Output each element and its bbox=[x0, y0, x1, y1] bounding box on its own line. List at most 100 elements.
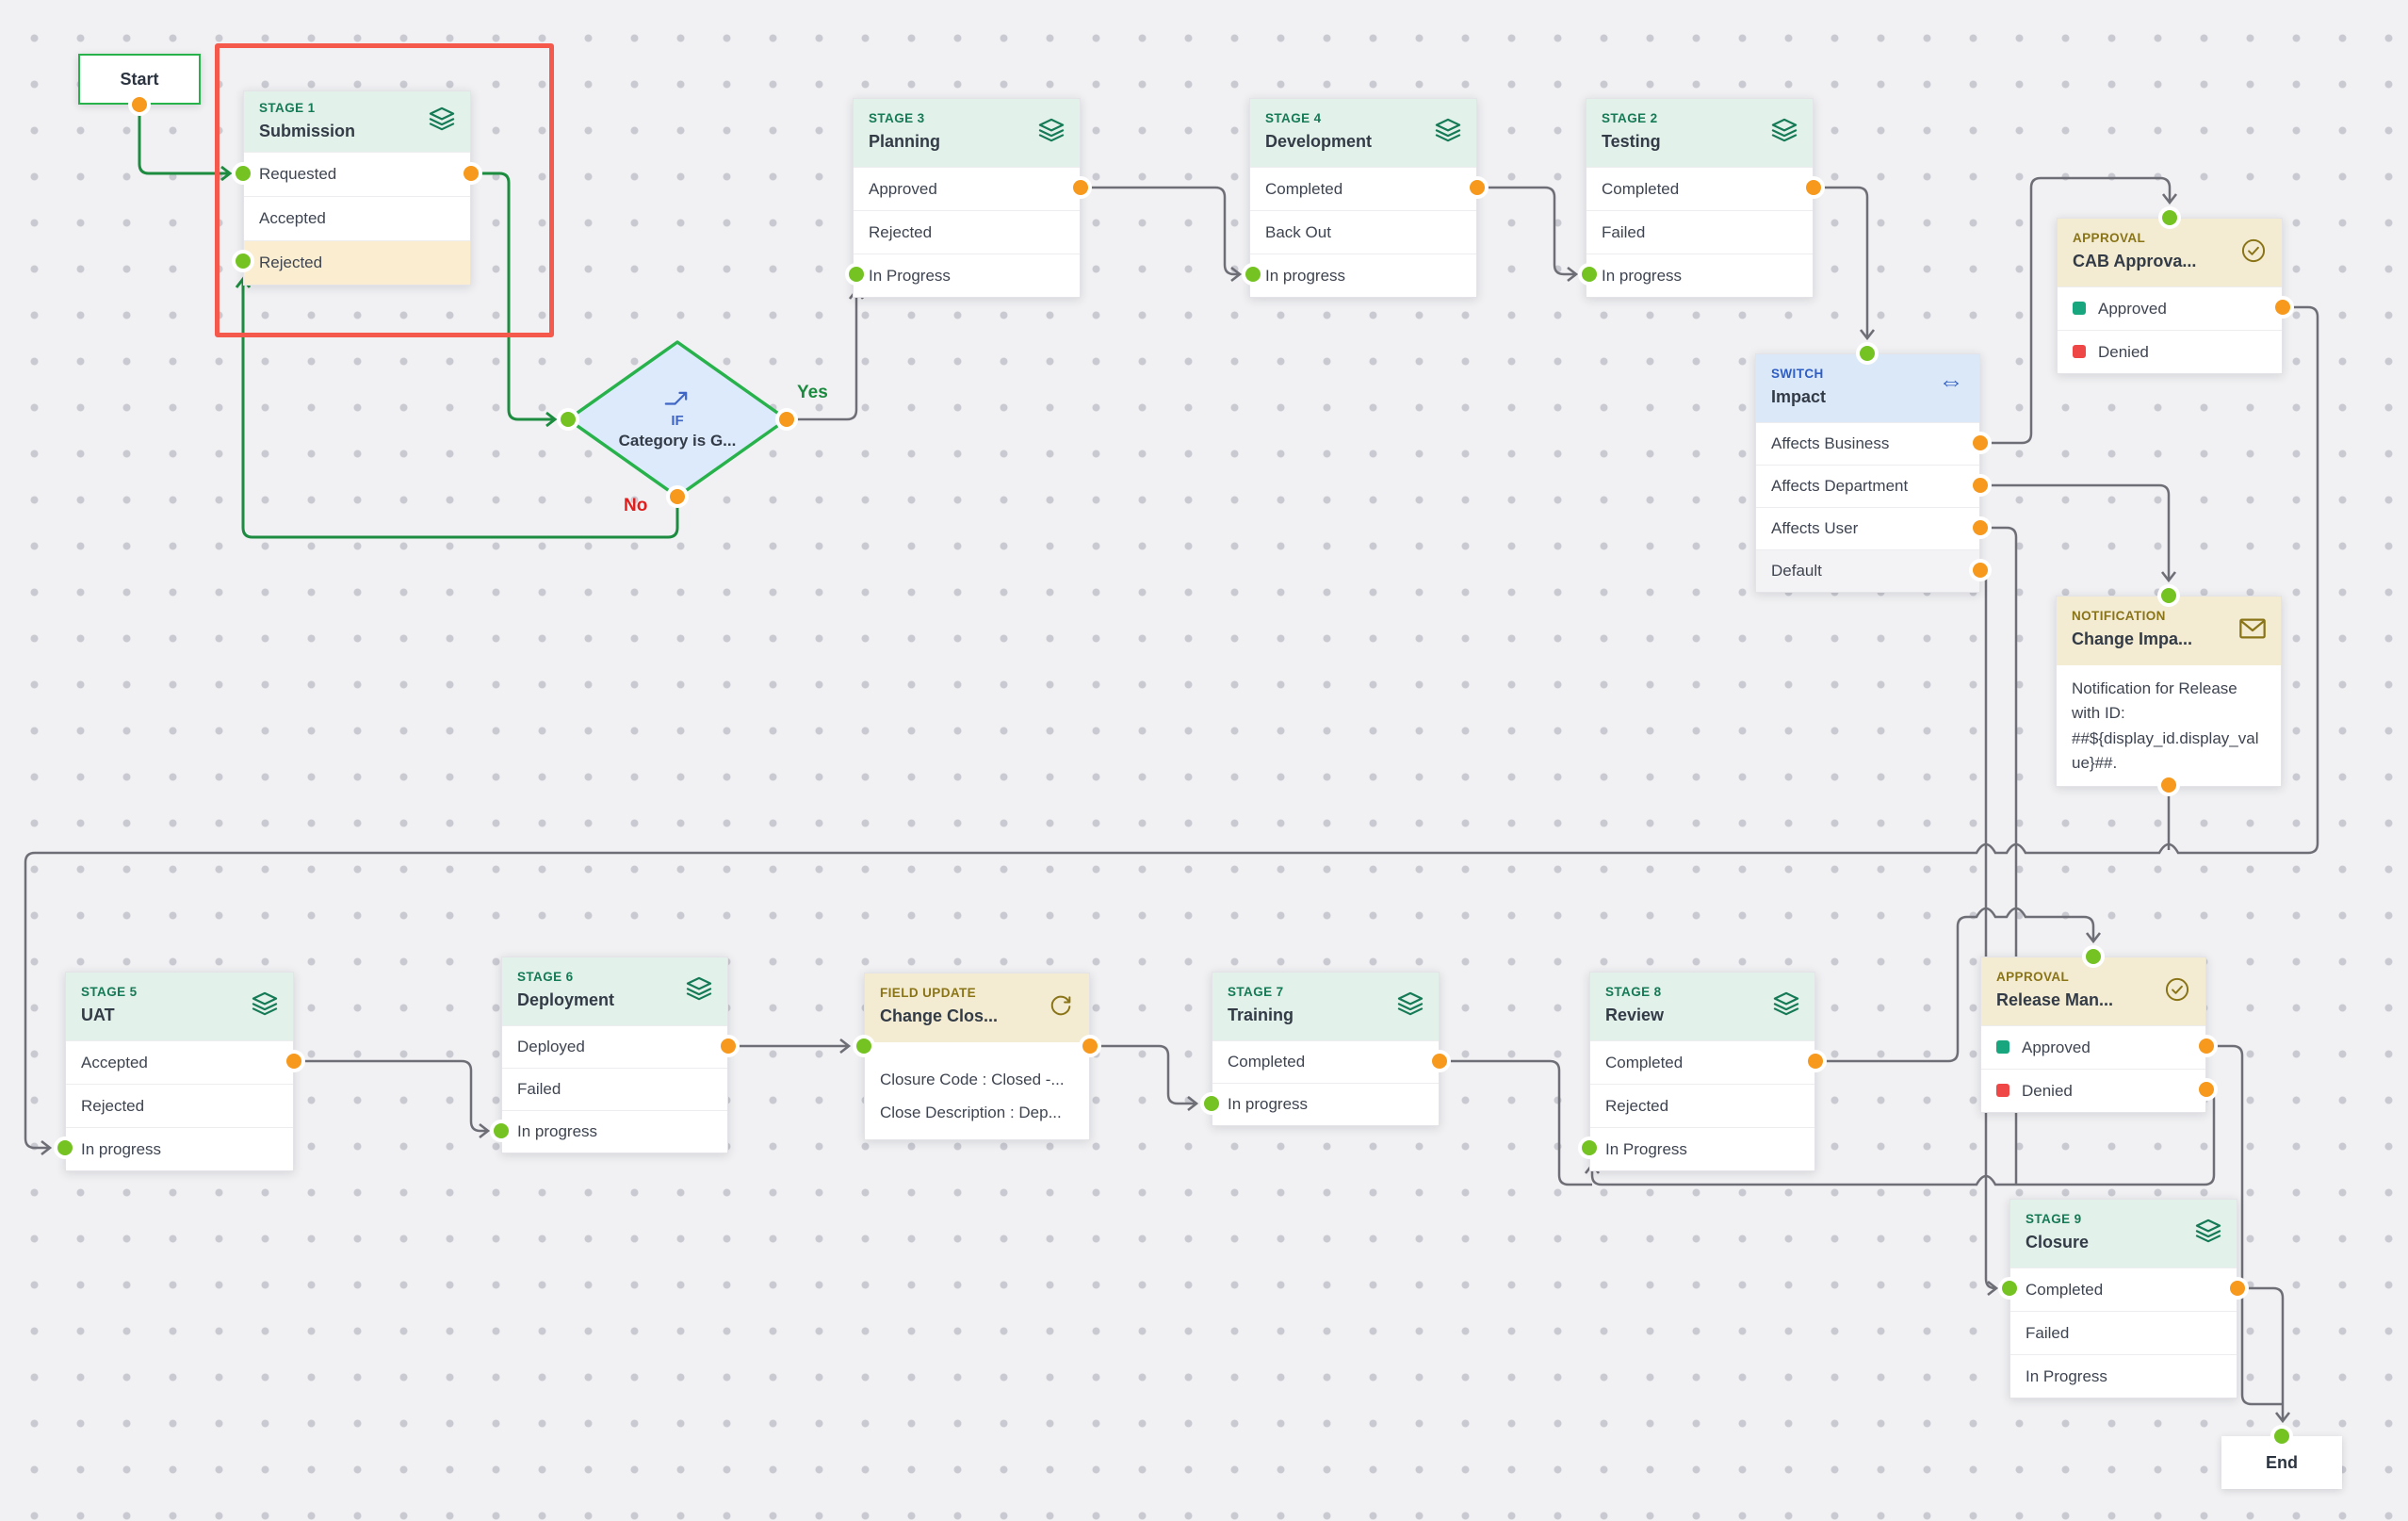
impact-row-business[interactable]: Affects Business bbox=[1756, 422, 1979, 465]
port-in-stage9-completed[interactable] bbox=[2002, 1281, 2017, 1296]
stage2-row-inprogress[interactable]: In progress bbox=[1586, 254, 1813, 297]
stage3-row-rejected[interactable]: Rejected bbox=[854, 210, 1080, 254]
impact-row-default[interactable]: Default bbox=[1756, 549, 1979, 592]
stage8-row-inprogress[interactable]: In Progress bbox=[1590, 1127, 1814, 1170]
port-out-start[interactable] bbox=[132, 97, 147, 112]
node-stage9-closure[interactable]: STAGE 9 Closure Completed Failed In Prog… bbox=[2009, 1199, 2237, 1398]
node-stage5-uat[interactable]: STAGE 5 UAT Accepted Rejected In progres… bbox=[65, 972, 294, 1171]
port-out-stage2-completed[interactable] bbox=[1806, 180, 1821, 195]
stage8-row-completed[interactable]: Completed bbox=[1590, 1040, 1814, 1084]
stage3-row-approved[interactable]: Approved bbox=[854, 167, 1080, 210]
release-row-approved[interactable]: Approved bbox=[1981, 1025, 2205, 1069]
node-stage4-development[interactable]: STAGE 4 Development Completed Back Out I… bbox=[1249, 98, 1477, 298]
impact-row-department[interactable]: Affects Department bbox=[1756, 465, 1979, 507]
stage6-row-deployed[interactable]: Deployed bbox=[502, 1025, 727, 1068]
denied-bullet bbox=[2073, 345, 2086, 358]
port-in-end[interactable] bbox=[2274, 1429, 2289, 1444]
stage5-row-inprogress[interactable]: In progress bbox=[66, 1127, 293, 1170]
port-in-stage1-requested[interactable] bbox=[236, 166, 251, 181]
port-out-stage7-completed[interactable] bbox=[1432, 1054, 1447, 1069]
port-in-stage4-inprogress[interactable] bbox=[1245, 267, 1261, 282]
port-in-stage2-inprogress[interactable] bbox=[1582, 267, 1597, 282]
node-stage6-deployment[interactable]: STAGE 6 Deployment Deployed Failed In pr… bbox=[501, 957, 728, 1153]
stage7-title: Training bbox=[1228, 1006, 1294, 1024]
port-in-stage1-rejected[interactable] bbox=[236, 254, 251, 269]
edge-stage3-to-stage4 bbox=[1081, 186, 1243, 283]
stage1-row-rejected[interactable]: Rejected bbox=[244, 240, 470, 285]
impact-row-user[interactable]: Affects User bbox=[1756, 507, 1979, 549]
stage1-row-accepted[interactable]: Accepted bbox=[244, 196, 470, 240]
stage6-row-inprogress[interactable]: In progress bbox=[502, 1110, 727, 1153]
port-out-impact-user[interactable] bbox=[1973, 520, 1988, 535]
node-stage7-training[interactable]: STAGE 7 Training Completed In progress bbox=[1212, 972, 1440, 1126]
port-out-stage6-deployed[interactable] bbox=[721, 1039, 736, 1054]
layers-icon bbox=[1771, 991, 1801, 1018]
port-out-stage5-accepted[interactable] bbox=[286, 1054, 301, 1069]
cab-row-denied-label: Denied bbox=[2098, 343, 2149, 361]
port-out-cab-approved[interactable] bbox=[2275, 300, 2290, 315]
node-stage2-testing[interactable]: STAGE 2 Testing Completed Failed In prog… bbox=[1586, 98, 1814, 298]
refresh-icon bbox=[1046, 992, 1076, 1019]
node-notification[interactable]: NOTIFICATION Change Impa... Notification… bbox=[2056, 596, 2282, 787]
release-row-denied[interactable]: Denied bbox=[1981, 1069, 2205, 1112]
port-in-stage3-inprogress[interactable] bbox=[849, 267, 864, 282]
stage7-row-completed[interactable]: Completed bbox=[1212, 1040, 1439, 1083]
stage9-row-failed[interactable]: Failed bbox=[2010, 1311, 2237, 1354]
port-out-notification[interactable] bbox=[2161, 777, 2176, 793]
stage8-row-rejected[interactable]: Rejected bbox=[1590, 1084, 1814, 1127]
stage2-badge: STAGE 2 bbox=[1602, 111, 1658, 125]
port-in-decision[interactable] bbox=[561, 412, 576, 427]
port-out-impact-department[interactable] bbox=[1973, 478, 1988, 493]
port-out-stage4-completed[interactable] bbox=[1470, 180, 1485, 195]
node-release-approval[interactable]: APPROVAL Release Man... Approved Denied bbox=[1980, 957, 2206, 1113]
port-out-release-denied[interactable] bbox=[2199, 1082, 2214, 1097]
port-in-cab-approval[interactable] bbox=[2162, 210, 2177, 225]
port-in-stage7-inprogress[interactable] bbox=[1204, 1096, 1219, 1111]
edge-stage5-to-stage6 bbox=[294, 1059, 491, 1139]
port-out-stage9-completed[interactable] bbox=[2230, 1281, 2245, 1296]
port-out-impact-default[interactable] bbox=[1973, 563, 1988, 578]
stage4-row-inprogress[interactable]: In progress bbox=[1250, 254, 1476, 297]
port-in-impact[interactable] bbox=[1860, 346, 1875, 361]
stage2-row-failed[interactable]: Failed bbox=[1586, 210, 1813, 254]
stage5-row-accepted[interactable]: Accepted bbox=[66, 1040, 293, 1084]
node-cab-approval[interactable]: APPROVAL CAB Approva... Approved Denied bbox=[2057, 218, 2283, 374]
cab-row-approved[interactable]: Approved bbox=[2058, 286, 2282, 330]
port-out-decision-yes[interactable] bbox=[779, 412, 794, 427]
port-out-release-approved[interactable] bbox=[2199, 1039, 2214, 1054]
approved-bullet bbox=[2073, 302, 2086, 315]
stage4-row-backout[interactable]: Back Out bbox=[1250, 210, 1476, 254]
node-field-update[interactable]: FIELD UPDATE Change Clos... Closure Code… bbox=[864, 973, 1090, 1140]
port-in-release-approval[interactable] bbox=[2086, 949, 2101, 964]
port-out-stage1-requested[interactable] bbox=[464, 166, 479, 181]
stage4-row-completed[interactable]: Completed bbox=[1250, 167, 1476, 210]
node-impact-switch[interactable]: SWITCH Impact ⇔ Affects Business Affects… bbox=[1755, 353, 1980, 593]
stage1-title: Submission bbox=[259, 122, 356, 140]
stage1-row-requested[interactable]: Requested bbox=[244, 152, 470, 196]
port-out-stage8-completed[interactable] bbox=[1808, 1054, 1823, 1069]
port-in-notification[interactable] bbox=[2161, 588, 2176, 603]
envelope-icon bbox=[2237, 615, 2268, 642]
node-stage3-planning[interactable]: STAGE 3 Planning Approved Rejected In Pr… bbox=[853, 98, 1081, 298]
port-in-stage6-inprogress[interactable] bbox=[494, 1123, 509, 1138]
port-in-stage8-inprogress[interactable] bbox=[1582, 1140, 1597, 1155]
port-out-stage3-approved[interactable] bbox=[1073, 180, 1088, 195]
end-node[interactable]: End bbox=[2221, 1436, 2342, 1489]
port-out-decision-no[interactable] bbox=[670, 489, 685, 504]
stage3-row-inprogress[interactable]: In Progress bbox=[854, 254, 1080, 297]
cab-row-denied[interactable]: Denied bbox=[2058, 330, 2282, 373]
port-out-field-update[interactable] bbox=[1082, 1039, 1098, 1054]
decision-kind: IF bbox=[671, 413, 684, 429]
port-out-impact-business[interactable] bbox=[1973, 435, 1988, 450]
stage7-row-inprogress[interactable]: In progress bbox=[1212, 1083, 1439, 1125]
stage5-row-rejected[interactable]: Rejected bbox=[66, 1084, 293, 1127]
stage9-row-completed[interactable]: Completed bbox=[2010, 1268, 2237, 1311]
node-stage1-submission[interactable]: STAGE 1 Submission Requested Accepted Re… bbox=[243, 90, 471, 286]
stage9-row-inprogress[interactable]: In Progress bbox=[2010, 1354, 2237, 1398]
port-in-stage5-inprogress[interactable] bbox=[57, 1140, 73, 1155]
node-stage8-review[interactable]: STAGE 8 Review Completed Rejected In Pro… bbox=[1589, 972, 1815, 1171]
port-in-field-update[interactable] bbox=[856, 1039, 871, 1054]
stage2-row-completed[interactable]: Completed bbox=[1586, 167, 1813, 210]
stage6-row-failed[interactable]: Failed bbox=[502, 1068, 727, 1110]
